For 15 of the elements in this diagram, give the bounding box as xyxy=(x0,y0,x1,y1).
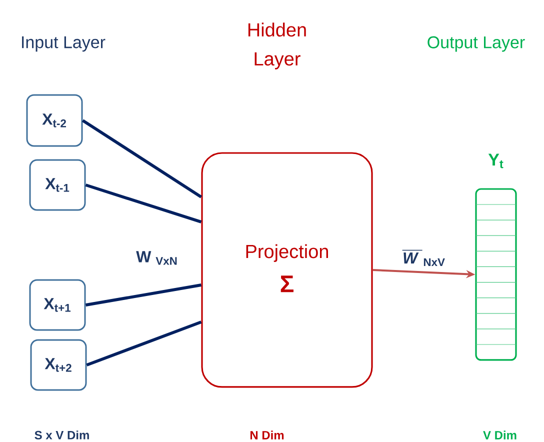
dimension-label: S x V Dim xyxy=(34,430,89,440)
vector-label: Y$_{t}$ xyxy=(488,154,504,168)
layer-heading: Output Layer xyxy=(428,36,525,52)
edge-label: W $_{NxV}$ xyxy=(402,251,446,268)
input-box: X$_{t-1}$ xyxy=(29,159,86,211)
projection-box: Projection Σ xyxy=(201,152,373,388)
layer-heading: Hidden Layer xyxy=(248,22,306,70)
dimension-label: V Dim xyxy=(483,430,516,440)
output-vector xyxy=(475,188,517,361)
input-box: X$_{t+2}$ xyxy=(30,339,87,391)
input-box: X$_{t-2}$ xyxy=(26,94,83,147)
weight-label: W $_{VxN}$ xyxy=(136,251,177,265)
layer-heading: Input Layer xyxy=(22,36,106,52)
dimension-label: N Dim xyxy=(250,430,284,440)
input-box: X$_{t+1}$ xyxy=(29,279,86,331)
